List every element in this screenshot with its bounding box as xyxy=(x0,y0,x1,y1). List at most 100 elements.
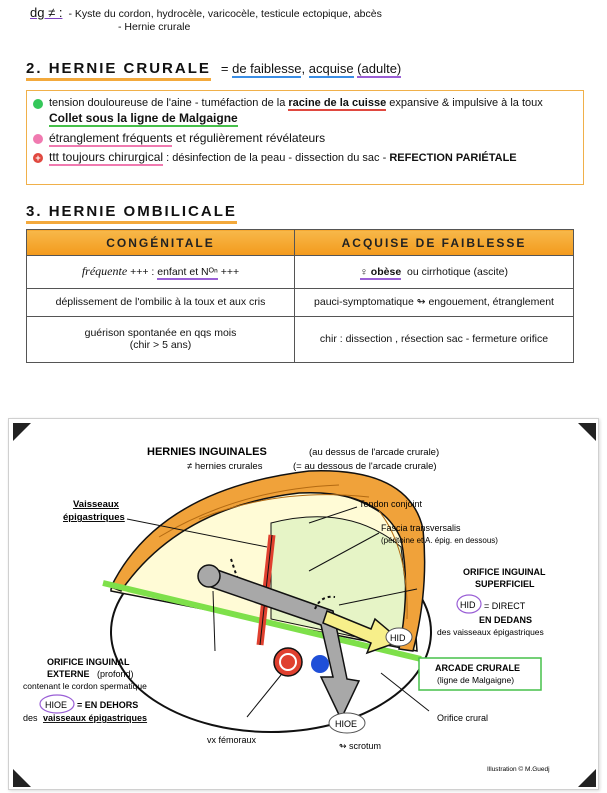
cell-guerison: guérison spontanée en qqs mois (chir > 5… xyxy=(26,315,295,364)
section-2-subtitle: = de faiblesse, acquise (adulte) xyxy=(220,61,402,78)
crurale-row-clinical: tension douloureuse de l'aine - tuméfact… xyxy=(33,96,577,127)
clinical-text-a: tension douloureuse de l'aine - tuméfact… xyxy=(49,97,286,109)
tendon-fiber xyxy=(158,484,340,538)
label-fascia: Fascia transversalis xyxy=(381,523,461,533)
label-hid: HID xyxy=(460,600,476,610)
section-2-title: HERNIE CRURALE xyxy=(48,60,211,77)
label-malgaigne: (ligne de Malgaigne) xyxy=(437,675,514,685)
cell-deplissement: déplissement de l'ombilic à la toux et a… xyxy=(26,287,295,317)
label-vx-femoraux: vx fémoraux xyxy=(207,735,257,745)
cell-guerison-a: guérison spontanée en qqs mois xyxy=(84,327,237,340)
dg-label: dg ≠ : xyxy=(30,5,63,20)
cell-frequente: fréquente xyxy=(81,264,128,279)
illustration-title-note: (au dessus de l'arcade crurale) xyxy=(309,447,439,458)
direct-hernia-arrow xyxy=(322,610,403,655)
tendon-band xyxy=(109,470,426,652)
clinical-text-collet: Collet sous la ligne de Malgaigne xyxy=(49,111,238,127)
table-row: guérison spontanée en qqs mois (chir > 5… xyxy=(26,315,574,364)
cell-enfant: enfant et Nᴼⁿ xyxy=(157,266,218,281)
indirect-hernia-arrow xyxy=(204,566,361,721)
section-3-title: HERNIE OMBILICALE xyxy=(48,203,237,224)
leader-vaisseaux xyxy=(126,518,268,548)
label-vx-epig-2: vaisseaux épigastriques xyxy=(43,713,147,723)
dg-line-2: - Hernie crurale xyxy=(118,21,191,33)
table-row: déplissement de l'ombilic à la toux et a… xyxy=(26,287,574,317)
section-2-comma: , xyxy=(301,61,306,76)
corner-mark-tr xyxy=(578,423,596,441)
section-2-faiblesse: de faiblesse xyxy=(232,61,302,78)
section-3-number: 3. xyxy=(26,203,43,224)
tendon-fiber xyxy=(198,494,370,520)
arcade-box xyxy=(418,657,542,691)
femoral-artery-ring xyxy=(279,653,297,671)
hid-arrow-badge xyxy=(385,627,413,647)
differential-diagnosis: dg ≠ : - Kyste du cordon, hydrocèle, var… xyxy=(30,6,590,34)
label-en-dedans: EN DEDANS xyxy=(479,615,532,625)
corner-mark-br xyxy=(578,769,596,787)
hernie-crurale-box: tension douloureuse de l'aine - tuméfact… xyxy=(26,90,584,185)
deep-orifice-icon xyxy=(197,564,221,588)
hernie-ombilicale-table: CONGÉNITALE ACQUISE DE FAIBLESSE fréquen… xyxy=(26,229,574,364)
cell-obese-label: ♀ obèse xyxy=(360,265,402,280)
illustration-title: HERNIES INGUINALES xyxy=(147,446,267,458)
complication-text-b: et régulièrement révélateurs xyxy=(175,131,326,145)
leader-orifice-crural xyxy=(380,672,430,712)
label-fascia-note: (péritoine et A. épig. en dessous) xyxy=(381,536,498,545)
section-2-eq: = xyxy=(220,61,229,76)
cell-cirrhotique: ou cirrhotique (ascite) xyxy=(407,265,508,278)
clinical-text-c: expansive & impulsive à la toux xyxy=(389,97,543,109)
corner-mark-bl xyxy=(13,769,31,787)
superficial-orifice-dash xyxy=(314,595,336,610)
header-congenitale: CONGÉNITALE xyxy=(26,229,295,256)
label-oie-3: (profond) xyxy=(97,669,134,679)
label-hid-arrow: HID xyxy=(390,633,406,643)
section-2-number: 2. xyxy=(26,60,43,77)
label-ois-2: SUPERFICIEL xyxy=(475,579,535,589)
section-2-title-wrap: 2. HERNIE CRURALE xyxy=(26,60,211,81)
label-cordon: contenant le cordon spermatique xyxy=(23,681,147,691)
femoral-artery-icon xyxy=(273,647,303,677)
hid-badge xyxy=(456,594,482,614)
hioe-arrow-badge xyxy=(328,712,366,734)
plus-bullet-icon: + xyxy=(33,153,43,163)
hioe-badge xyxy=(39,694,75,714)
cell-pauci: pauci-symptomatique ↬ engouement, étrang… xyxy=(294,287,574,317)
table-row: fréquente +++ : enfant et Nᴼⁿ +++ ♀ obès… xyxy=(26,255,574,289)
leader-oie xyxy=(212,590,216,652)
treatment-text-b: : désinfection de la peau - dissection d… xyxy=(166,152,387,164)
label-vx-epig: des vaisseaux épigastriques xyxy=(437,627,544,637)
crurale-clinical-text: tension douloureuse de l'aine - tuméfact… xyxy=(49,96,543,127)
dg-line-1: - Kyste du cordon, hydrocèle, varicocèle… xyxy=(68,8,382,20)
femoral-vein-icon xyxy=(311,655,329,673)
label-hioe-arrow: HIOE xyxy=(335,719,357,729)
section-3-heading: 3. HERNIE OMBILICALE xyxy=(26,203,237,224)
inguinal-diagram: HERNIES INGUINALES (au dessus de l'arcad… xyxy=(13,423,596,787)
tendon-fiber xyxy=(378,510,408,620)
cell-obese: ♀ obèse ou cirrhotique (ascite) xyxy=(294,255,574,289)
label-scrotum: ↬ scrotum xyxy=(339,741,381,751)
label-arcade: ARCADE CRURALE xyxy=(435,663,520,673)
label-orifice-crural: Orifice crural xyxy=(437,713,488,723)
treatment-text-c: REFECTION PARIÉTALE xyxy=(389,152,517,164)
label-vaisseaux-1: Vaisseaux xyxy=(73,499,120,510)
cell-frequence: fréquente +++ : enfant et Nᴼⁿ +++ xyxy=(26,255,295,289)
label-en-dehors: = EN DEHORS xyxy=(77,700,138,710)
label-ois-1: ORIFICE INGUINAL xyxy=(463,567,546,577)
leader-fascia xyxy=(308,532,380,572)
clinical-text-racine: racine de la cuisse xyxy=(288,97,387,111)
green-bullet-icon xyxy=(33,99,43,109)
leader-tendon xyxy=(308,506,358,524)
cell-guerison-b: (chir > 5 ans) xyxy=(129,339,192,352)
leader-ois xyxy=(338,588,418,606)
section-2-heading: 2. HERNIE CRURALE = de faiblesse, acquis… xyxy=(26,60,402,81)
label-credit: Illustration © M.Guedj xyxy=(487,765,550,773)
crurale-treatment-text: ttt toujours chirurgical : désinfection … xyxy=(49,150,517,166)
treatment-text-a: ttt toujours chirurgical xyxy=(49,150,164,166)
section-2-adulte: (adulte) xyxy=(357,61,402,78)
illustration-subtitle-note: (= au dessous de l'arcade crurale) xyxy=(293,461,437,472)
label-vaisseaux-2: épigastriques xyxy=(63,512,125,523)
leader-femoraux xyxy=(246,674,282,718)
corner-mark-tl xyxy=(13,423,31,441)
label-hioe: HIOE xyxy=(45,700,67,710)
header-acquise: ACQUISE DE FAIBLESSE xyxy=(294,229,574,256)
